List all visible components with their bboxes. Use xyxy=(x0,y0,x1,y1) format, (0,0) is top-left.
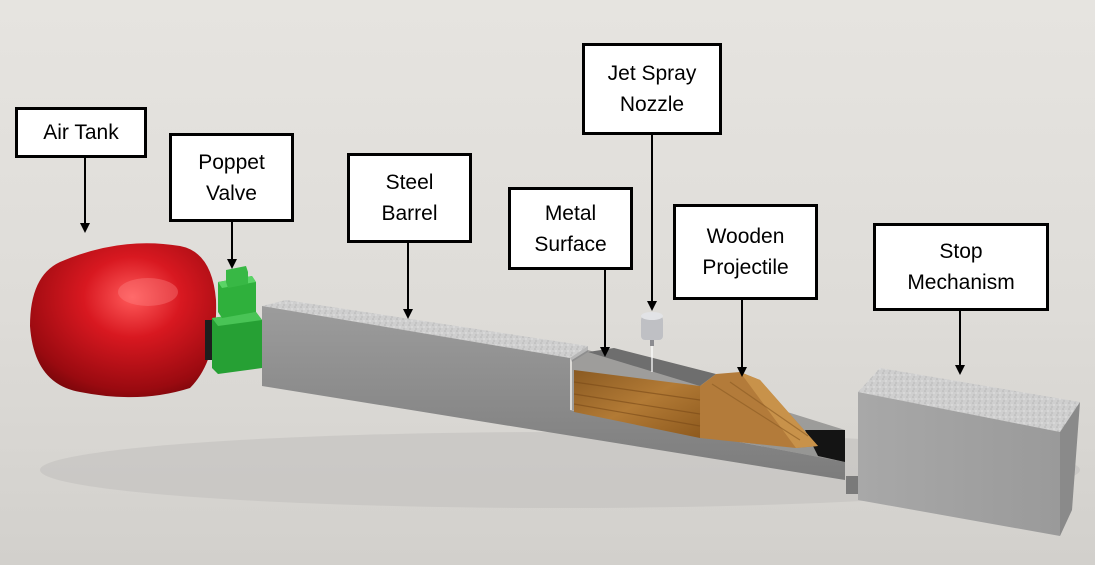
wooden-projectile xyxy=(573,370,818,448)
poppet-valve xyxy=(205,266,262,374)
label-jet-spray-nozzle: Jet Spray Nozzle xyxy=(582,43,722,135)
label-stop-mechanism: Stop Mechanism xyxy=(873,223,1049,311)
label-wooden-projectile: Wooden Projectile xyxy=(673,204,818,300)
label-poppet-valve: Poppet Valve xyxy=(169,133,294,222)
jet-spray-nozzle xyxy=(641,312,663,372)
label-steel-barrel: Steel Barrel xyxy=(347,153,472,243)
label-metal-surface: Metal Surface xyxy=(508,187,633,270)
stop-mechanism xyxy=(846,368,1080,536)
label-air-tank: Air Tank xyxy=(15,107,147,158)
air-tank xyxy=(30,243,217,398)
